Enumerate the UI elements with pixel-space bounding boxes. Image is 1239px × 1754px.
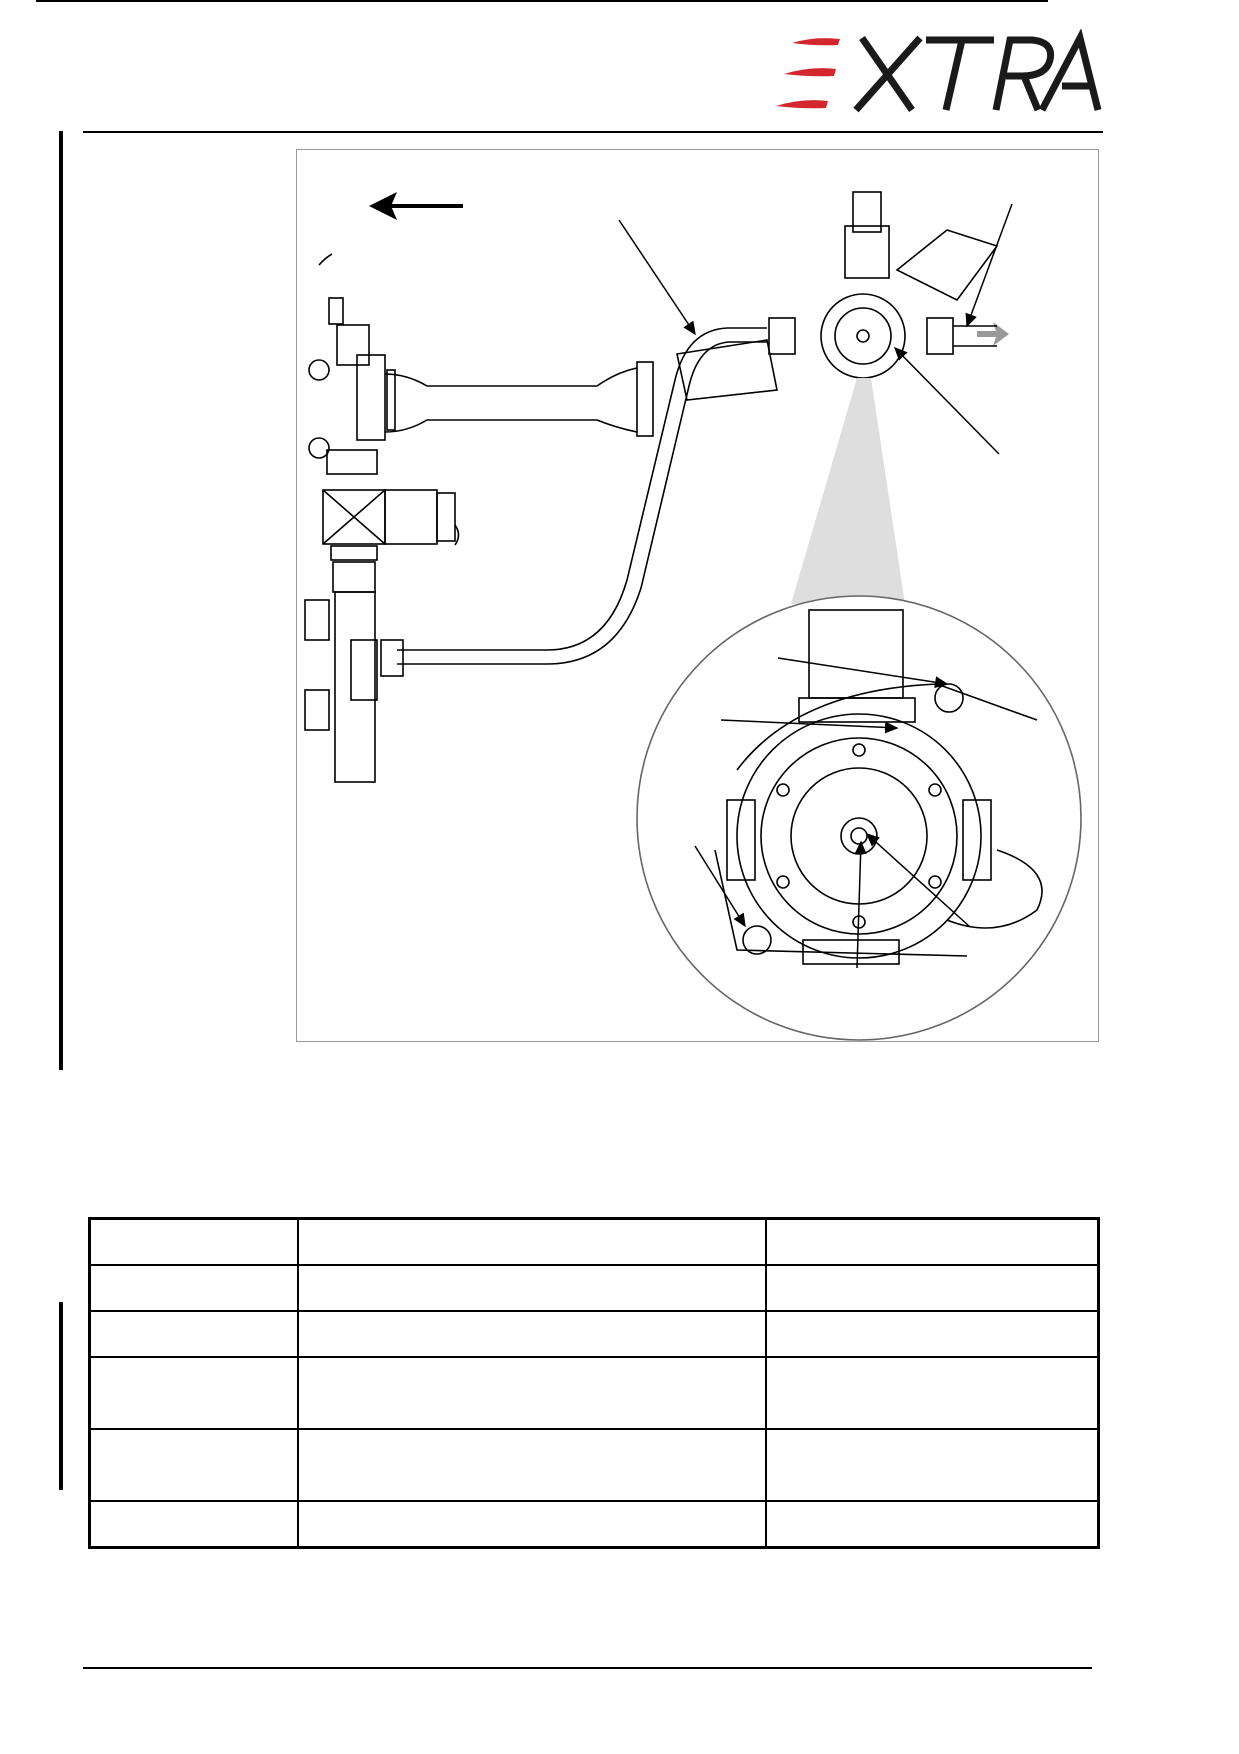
fuel-line [380,327,767,677]
table-cell [297,1428,767,1502]
table-row [88,1310,1100,1358]
table-cell [88,1264,299,1312]
table-cell [297,1310,767,1358]
table-row [88,1264,1100,1312]
table-cell [765,1264,1100,1312]
table-cell [88,1217,299,1266]
table-cell [765,1500,1100,1549]
footer-rule [83,1667,1092,1669]
table-cell [88,1500,299,1549]
change-bar-figure [59,131,63,1070]
table-cell [765,1217,1100,1266]
table-row [88,1356,1100,1430]
valve-assembly [304,253,460,783]
venturi-tube [384,361,654,437]
detail-view [636,595,1082,1041]
extra-logo [770,26,1115,126]
pump-installation-figure [296,149,1099,1042]
table-cell [297,1356,767,1430]
table-row [88,1217,1100,1266]
flow-direction-arrow-icon [369,192,463,220]
parts-table [88,1217,1100,1549]
table-cell [765,1356,1100,1430]
header-top-rule [36,0,1048,2]
table-cell [297,1217,767,1266]
table-cell [88,1428,299,1502]
table-cell [88,1356,299,1430]
table-cell [297,1500,767,1549]
table-row [88,1500,1100,1549]
fuel-pump [676,191,999,401]
table-cell [88,1310,299,1358]
detail-magnifier-icon [791,378,905,604]
table-row [88,1428,1100,1502]
table-cell [765,1428,1100,1502]
change-bar-table [59,1302,63,1490]
table-cell [765,1310,1100,1358]
outlet-flow-arrow-icon [977,322,1009,346]
table-cell [297,1264,767,1312]
header-bottom-rule [83,131,1103,133]
